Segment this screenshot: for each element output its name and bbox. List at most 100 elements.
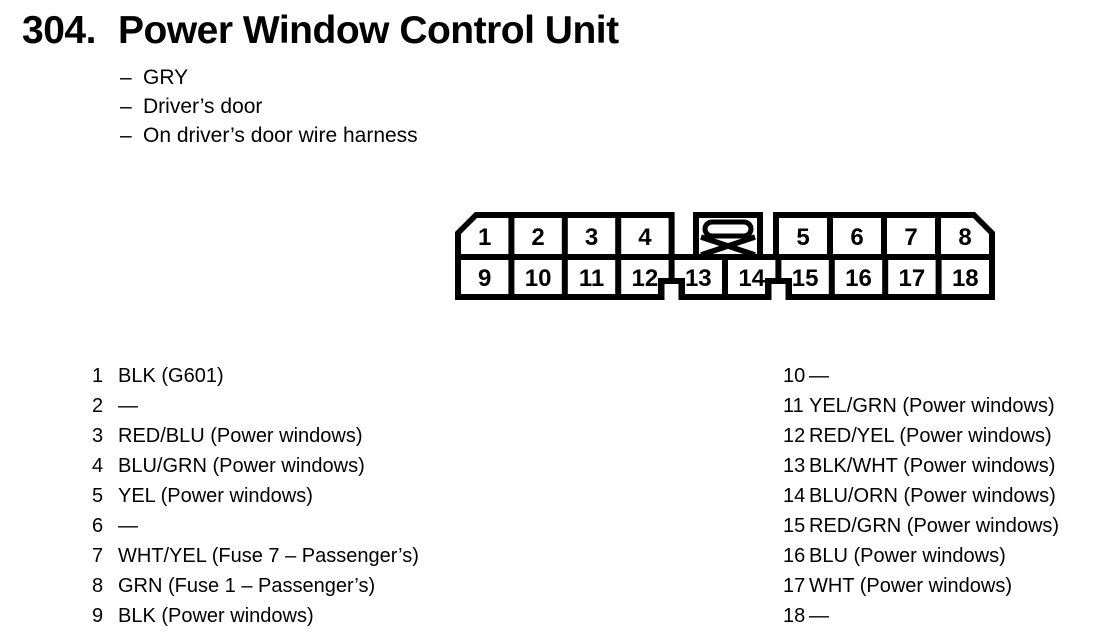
connector-body-top-right [773, 212, 995, 260]
pin-label: BLU (Power windows) [809, 545, 1006, 567]
pin-cell-number: 1 [478, 224, 491, 251]
pin-label: BLU/GRN (Power windows) [118, 455, 365, 477]
pin-label: RED/BLU (Power windows) [118, 425, 363, 447]
pin-row: 14 BLU/ORN (Power windows) [783, 481, 1059, 511]
pin-label: YEL/GRN (Power windows) [809, 395, 1055, 417]
pin-label: RED/YEL (Power windows) [809, 425, 1052, 447]
pin-row: 13 BLK/WHT (Power windows) [783, 451, 1059, 481]
pin-number: 13 [783, 455, 806, 477]
pin-row: 6 — [92, 511, 419, 541]
pin-cell-number: 18 [952, 265, 979, 292]
pin-label: BLK/WHT (Power windows) [809, 455, 1056, 477]
pin-cell-number: 13 [685, 265, 712, 292]
pin-row: 12 RED/YEL (Power windows) [783, 421, 1059, 451]
pin-row: 2 — [92, 391, 419, 421]
pin-label: RED/GRN (Power windows) [809, 515, 1060, 537]
pin-cell [514, 260, 562, 294]
pin-number: 11 [783, 395, 804, 417]
pin-cell [887, 218, 935, 254]
pin-list-left: 1 BLK (G601) 2 — 3 RED/BLU (Power window… [92, 361, 419, 631]
pin-number: 2 [92, 395, 104, 417]
pin-number: 9 [92, 605, 104, 627]
dash-bullet: – [120, 66, 132, 89]
pin-number: 3 [92, 425, 104, 447]
pin-cell-number: 4 [638, 224, 652, 251]
pin-cell [833, 218, 881, 254]
pin-number: 14 [783, 485, 806, 507]
pin-row: 16 BLU (Power windows) [783, 541, 1059, 571]
dash-bullet: – [120, 124, 132, 147]
pin-cell-number: 14 [738, 265, 765, 292]
note-text: GRY [143, 66, 189, 89]
pin-row: 9 BLK (Power windows) [92, 601, 419, 631]
pin-cell [941, 218, 989, 254]
dash-bullet: – [120, 95, 132, 118]
pin-cell-number: 8 [958, 224, 971, 251]
pin-number: 10 [783, 365, 806, 387]
pin-cell-number: 7 [904, 224, 917, 251]
note-text: Driver’s door [143, 95, 263, 118]
pin-label: — [809, 365, 829, 387]
pin-number: 5 [92, 485, 104, 507]
pin-row: 18 — [783, 601, 1059, 631]
pin-cell-number: 9 [478, 265, 491, 292]
pin-row: 5 YEL (Power windows) [92, 481, 419, 511]
pin-number: 1 [92, 365, 104, 387]
connector-body-top-left [455, 212, 675, 260]
pin-number: 7 [92, 545, 104, 567]
pin-cell-number: 5 [796, 224, 809, 251]
pin-cell [461, 218, 509, 254]
pin-cell-number: 10 [525, 265, 552, 292]
pin-number: 18 [783, 605, 806, 627]
pin-row: 7 WHT/YEL (Fuse 7 – Passenger’s) [92, 541, 419, 571]
connector-diagram: 1 2 3 4 5 6 7 8 9 10 11 12 13 14 15 16 1… [455, 212, 995, 300]
pin-number: 12 [783, 425, 806, 447]
pin-label: BLK (Power windows) [118, 605, 314, 627]
pin-cell-number: 3 [585, 224, 598, 251]
pin-label: BLK (G601) [118, 365, 224, 387]
pin-label: GRN (Fuse 1 – Passenger’s) [118, 575, 376, 597]
pin-cell [514, 218, 562, 254]
pin-row: 8 GRN (Fuse 1 – Passenger’s) [92, 571, 419, 601]
pin-cell [567, 260, 616, 294]
pin-cell-number: 11 [579, 265, 604, 292]
pin-label: BLU/ORN (Power windows) [809, 485, 1056, 507]
pin-row: 3 RED/BLU (Power windows) [92, 421, 419, 451]
pin-number: 8 [92, 575, 104, 597]
pin-number: 17 [783, 575, 806, 597]
pin-cell-number: 12 [632, 265, 659, 292]
pin-cell-number: 16 [845, 265, 872, 292]
pin-label: YEL (Power windows) [118, 485, 313, 507]
section-number: 304. [22, 9, 96, 52]
pin-number: 4 [92, 455, 104, 477]
pin-number: 16 [783, 545, 806, 567]
connector-latch-icon [699, 218, 757, 258]
pin-cell [779, 218, 827, 254]
pin-label: WHT (Power windows) [809, 575, 1012, 597]
pin-cell [461, 260, 509, 294]
pin-label: — [809, 605, 829, 627]
pin-cell-number: 6 [850, 224, 863, 251]
pin-cell-number: 2 [531, 224, 544, 251]
pin-cell [888, 260, 936, 294]
pin-label: WHT/YEL (Fuse 7 – Passenger’s) [118, 545, 419, 567]
note-item: – On driver’s door wire harness [120, 121, 418, 150]
pin-cell [941, 260, 989, 294]
pin-row: 10 — [783, 361, 1059, 391]
pin-row: 15 RED/GRN (Power windows) [783, 511, 1059, 541]
pin-label: — [118, 395, 138, 417]
pin-number: 6 [92, 515, 104, 537]
pin-label: — [118, 515, 138, 537]
page-title: Power Window Control Unit [118, 9, 619, 52]
keyway-notch [658, 278, 685, 300]
note-item: – GRY [120, 63, 418, 92]
connector-notes: – GRY – Driver’s door – On driver’s door… [120, 63, 418, 150]
pin-row: 17 WHT (Power windows) [783, 571, 1059, 601]
pin-cell [567, 218, 616, 254]
keyway-notch [765, 278, 792, 300]
pin-cell-number: 15 [792, 265, 819, 292]
pin-cell-number: 17 [899, 265, 926, 292]
pin-row: 11 YEL/GRN (Power windows) [783, 391, 1059, 421]
pin-list-right: 10 — 11 YEL/GRN (Power windows) 12 RED/Y… [783, 361, 1059, 631]
